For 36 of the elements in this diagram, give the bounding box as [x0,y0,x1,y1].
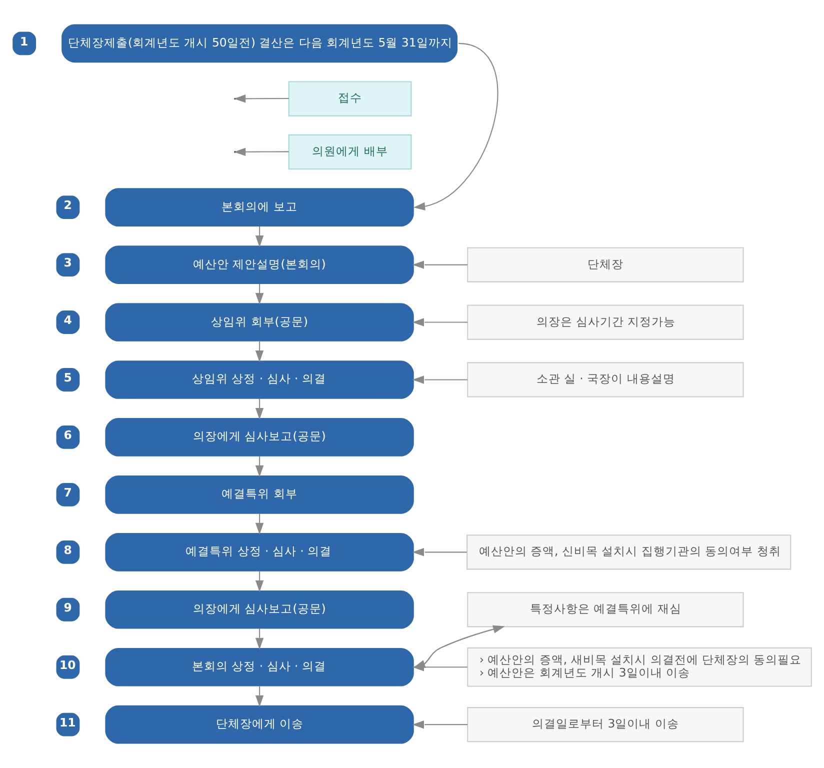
arrow [412,376,468,384]
node-label: 5 [64,370,72,385]
arrow [255,456,264,478]
arrow [255,514,264,535]
arrow [255,686,264,708]
node-box: › 예산안의 증액, 새비목 설치시 의결전에 단체장의 동의필요 › 예산안은 회계년도 개시 3일이내 이송 [467,647,812,687]
node-label: 7 [64,486,72,500]
arrow [412,318,468,326]
arrow [255,628,264,650]
node-label: 6 [64,428,72,442]
node-label: 10 [59,658,76,672]
node-box: 의장은 심사기간 지정가능 [467,304,744,340]
node-label: 8 [64,543,72,558]
node-box: 의결일로부터 3일이내 이송 [467,707,744,742]
node-box: 접수 [288,81,412,116]
arrow [255,226,264,248]
node-box: 예산안의 증액, 신비목 설치시 집행기관의 동의여부 청취 [466,534,792,570]
arrow [412,548,467,556]
arrow [413,42,498,210]
node-box: 특정사항은 예결특위에 재심 [467,592,744,628]
arrow [412,663,468,672]
arrow [412,260,468,269]
arrow [255,571,264,592]
node-label: 9 [64,600,72,615]
node-label: 1 [20,34,28,48]
node-box: 단체장 [467,247,744,282]
arrow [412,720,468,729]
arrow [255,398,264,420]
node-box: 의원에게 배부 [288,134,412,170]
arrow [255,341,264,362]
node-label: 11 [59,716,76,730]
node-label: 3 [64,256,72,270]
node-label: 2 [64,198,72,212]
node-box: 소관 실 · 국장이 내용설명 [467,362,744,398]
node-label: 4 [64,313,72,328]
arrow [255,284,264,305]
